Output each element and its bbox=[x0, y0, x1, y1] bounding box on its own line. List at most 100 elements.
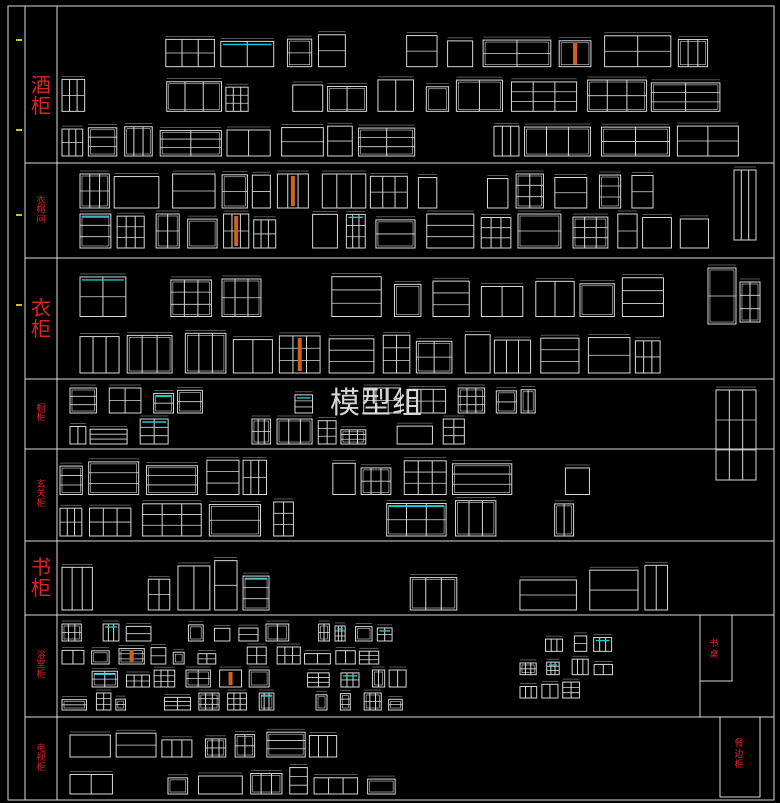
cabinet-elevation bbox=[340, 669, 360, 688]
cabinet-line bbox=[260, 694, 273, 709]
cabinet-elevation bbox=[339, 690, 351, 711]
cabinet-elevation bbox=[238, 624, 259, 642]
row-label-text: 浴室柜 bbox=[36, 650, 46, 680]
cabinet-line bbox=[493, 339, 532, 374]
cabinet-elevation bbox=[442, 415, 465, 445]
cabinet-elevation bbox=[289, 764, 308, 795]
cabinet-line bbox=[454, 465, 511, 493]
cabinet-elevation bbox=[139, 415, 169, 445]
cabinet-elevation bbox=[276, 170, 309, 209]
cabinet-line bbox=[517, 175, 542, 207]
cabinet-line bbox=[148, 467, 196, 493]
cabinet-elevation bbox=[142, 500, 202, 537]
cabinet-elevation bbox=[219, 666, 242, 688]
cabinet-elevation bbox=[396, 422, 433, 445]
cabinet-line bbox=[680, 41, 706, 65]
cabinet-line bbox=[63, 701, 85, 709]
cabinet-line bbox=[545, 638, 564, 652]
cabinet-line bbox=[593, 637, 613, 652]
cabinet-line bbox=[329, 88, 365, 110]
cabinet-line bbox=[248, 669, 270, 688]
cabinet-line bbox=[447, 40, 474, 68]
cabinet-line bbox=[197, 775, 243, 795]
cabinet-elevation bbox=[408, 386, 447, 414]
cabinet-line bbox=[464, 334, 491, 374]
cabinet-elevation bbox=[187, 215, 218, 249]
cabinet-elevation bbox=[371, 666, 386, 688]
cabinet-elevation bbox=[69, 731, 111, 758]
cabinet-line bbox=[524, 126, 591, 157]
cabinet-line bbox=[211, 506, 259, 535]
cabinet-line bbox=[396, 286, 420, 315]
cabinet-elevation bbox=[253, 216, 277, 249]
cabinet-elevation bbox=[281, 124, 324, 157]
cabinet-elevation bbox=[208, 501, 262, 537]
cabinet-elevation bbox=[409, 574, 458, 611]
cabinet-elevation bbox=[69, 423, 87, 445]
cabinet-line bbox=[388, 505, 445, 535]
cabinet-line bbox=[418, 342, 451, 372]
cabinet-elevation bbox=[61, 647, 85, 665]
cabinet-elevation bbox=[589, 566, 639, 611]
cabinet-elevation bbox=[631, 172, 654, 209]
cabinet-elevation bbox=[679, 215, 709, 249]
cabinet-line bbox=[116, 215, 145, 249]
cabinet-elevation bbox=[225, 83, 249, 112]
cabinet-line bbox=[572, 216, 609, 249]
cabinet-line bbox=[90, 463, 137, 493]
cabinet-line bbox=[198, 692, 220, 711]
cabinet-line bbox=[493, 125, 520, 157]
cabinet-line bbox=[409, 577, 458, 611]
cabinet-line bbox=[172, 281, 210, 315]
cabinet-line bbox=[242, 575, 270, 611]
cabinet-line bbox=[332, 462, 356, 495]
cabinet-line bbox=[87, 127, 118, 157]
cabinet-elevation bbox=[593, 634, 613, 652]
cabinet-line bbox=[268, 733, 304, 756]
cabinet-elevation bbox=[167, 774, 189, 795]
cabinet-line bbox=[190, 626, 202, 640]
cabinet-line bbox=[126, 128, 151, 155]
row-label-bathroom-cabinet: 浴室柜 bbox=[25, 616, 57, 716]
cabinet-elevation bbox=[87, 124, 118, 157]
cabinet-elevation bbox=[360, 464, 392, 495]
cabinet-line bbox=[411, 579, 456, 609]
cabinet-line bbox=[526, 128, 589, 155]
cabinet-elevation bbox=[328, 335, 375, 374]
cabinet-line bbox=[61, 566, 93, 611]
cabinet-line bbox=[519, 686, 538, 699]
cabinet-line bbox=[227, 692, 247, 711]
side-label-text: 书桌 bbox=[709, 639, 719, 660]
cabinet-line bbox=[161, 739, 193, 758]
cabinet-elevation bbox=[598, 171, 622, 209]
row-label-bookcase: 书柜 bbox=[25, 542, 57, 614]
cabinet-elevation bbox=[250, 770, 283, 795]
cabinet-line bbox=[556, 505, 572, 535]
cabinet-line bbox=[187, 671, 209, 686]
cabinet-elevation bbox=[432, 277, 470, 318]
cabinet-line bbox=[172, 651, 185, 665]
cabinet-elevation bbox=[369, 173, 408, 209]
cabinet-line bbox=[715, 389, 757, 481]
cabinet-line bbox=[459, 389, 483, 412]
row-label-wardrobe: 衣柜 bbox=[25, 260, 57, 378]
cabinet-elevation bbox=[307, 669, 330, 688]
cabinet-elevation bbox=[61, 620, 82, 642]
cabinet-elevation bbox=[426, 210, 475, 249]
cabinet-elevation bbox=[587, 76, 648, 112]
cabinet-elevation bbox=[184, 330, 227, 374]
cabinet-elevation bbox=[315, 691, 328, 711]
cabinet-elevation bbox=[308, 732, 338, 758]
cabinet-elevation bbox=[451, 460, 513, 496]
cabinet-elevation bbox=[226, 126, 271, 157]
sheet-border bbox=[7, 5, 775, 801]
cabinet-elevation bbox=[116, 212, 145, 249]
cabinet-elevation bbox=[185, 666, 211, 688]
cabinet-elevation bbox=[604, 32, 672, 68]
row-label-tv-cabinet: 电视柜 bbox=[25, 718, 57, 800]
cabinet-elevation bbox=[587, 334, 631, 374]
cabinet-elevation bbox=[707, 264, 737, 325]
cabinet-line bbox=[250, 671, 268, 686]
cabinet-line bbox=[360, 129, 413, 155]
cabinet-elevation bbox=[153, 390, 174, 414]
